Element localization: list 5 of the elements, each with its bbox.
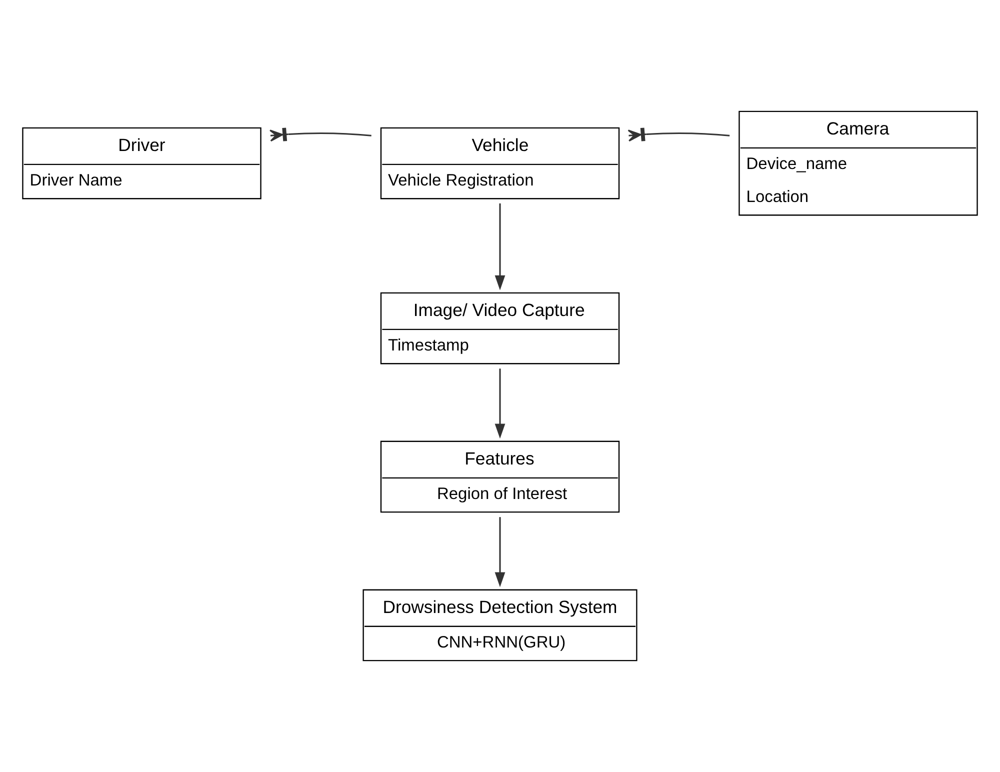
arrow xyxy=(494,368,506,439)
arrow xyxy=(494,203,506,290)
connector xyxy=(628,128,730,142)
connector xyxy=(269,128,372,142)
arrow xyxy=(494,517,506,588)
